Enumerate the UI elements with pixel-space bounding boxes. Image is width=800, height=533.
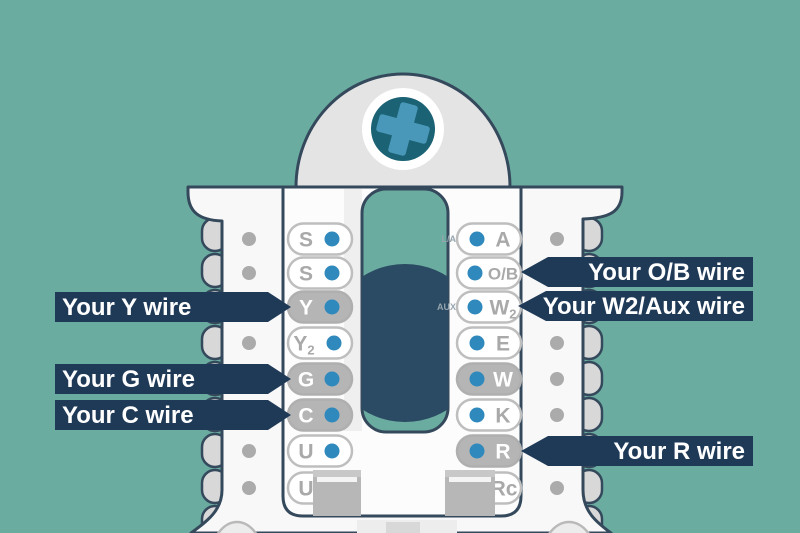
callout-g-wire-text: Your G wire [62, 366, 195, 393]
callout-y-wire: Your Y wire [55, 292, 291, 322]
callout-r-wire: Your R wire [521, 436, 753, 466]
svg-text:Y: Y [299, 297, 313, 320]
svg-text:G: G [298, 369, 314, 392]
terminal-W: W [455, 362, 523, 396]
svg-text:O/B: O/B [488, 265, 518, 284]
callout-g-wire: Your G wire [55, 364, 291, 394]
callout-y-wire-text: Your Y wire [62, 294, 191, 321]
svg-text:K: K [495, 405, 510, 428]
terminal-U1: U [286, 434, 354, 468]
release-button-right [445, 470, 495, 516]
release-button-left [313, 470, 361, 516]
tag-la: L/A [442, 234, 457, 244]
terminal-W2: W2 [455, 290, 523, 324]
terminal-C: C [286, 398, 354, 432]
svg-text:S: S [299, 263, 313, 286]
callout-r-wire-text: Your R wire [613, 438, 745, 465]
svg-text:C: C [298, 405, 313, 428]
terminal-OB: O/B [455, 256, 523, 290]
wire-slot [360, 187, 450, 434]
svg-text:Y2: Y2 [293, 333, 314, 358]
terminal-S2: S [286, 256, 354, 290]
callout-ob-wire-text: Your O/B wire [588, 259, 745, 286]
dome [294, 72, 512, 189]
callout-c-wire: Your C wire [55, 400, 291, 430]
svg-text:S: S [299, 229, 313, 252]
terminal-Y2: Y2 [286, 326, 354, 360]
bottom-left-oval [216, 520, 258, 533]
svg-text:E: E [496, 333, 510, 356]
terminal-Y: Y [286, 290, 354, 324]
callout-c-wire-text: Your C wire [62, 402, 194, 429]
terminal-R: R [455, 434, 523, 468]
svg-text:U: U [298, 441, 313, 464]
wire-bundle-hole [362, 264, 448, 422]
phillips-screw-icon [371, 97, 435, 161]
svg-text:U: U [298, 478, 313, 501]
svg-text:W: W [493, 369, 513, 392]
svg-text:R: R [495, 441, 510, 464]
terminal-K: K [455, 398, 523, 432]
terminal-E: E [455, 326, 523, 360]
bottom-strip-notch [386, 522, 420, 533]
callout-w2aux-wire-text: Your W2/Aux wire [543, 293, 745, 320]
terminal-column-left: S S Y Y2 G C U [286, 222, 354, 505]
callout-w2aux-wire: Your W2/Aux wire [518, 291, 753, 321]
svg-text:W2: W2 [489, 297, 516, 322]
tag-aux: AUX [437, 302, 456, 312]
callout-ob-wire: Your O/B wire [521, 257, 753, 287]
svg-text:A: A [495, 229, 510, 252]
terminal-G: G [286, 362, 354, 396]
terminal-A: A [455, 222, 523, 256]
svg-text:Rc: Rc [491, 478, 518, 501]
bottom-right-oval [548, 520, 590, 533]
terminal-S1: S [286, 222, 354, 256]
